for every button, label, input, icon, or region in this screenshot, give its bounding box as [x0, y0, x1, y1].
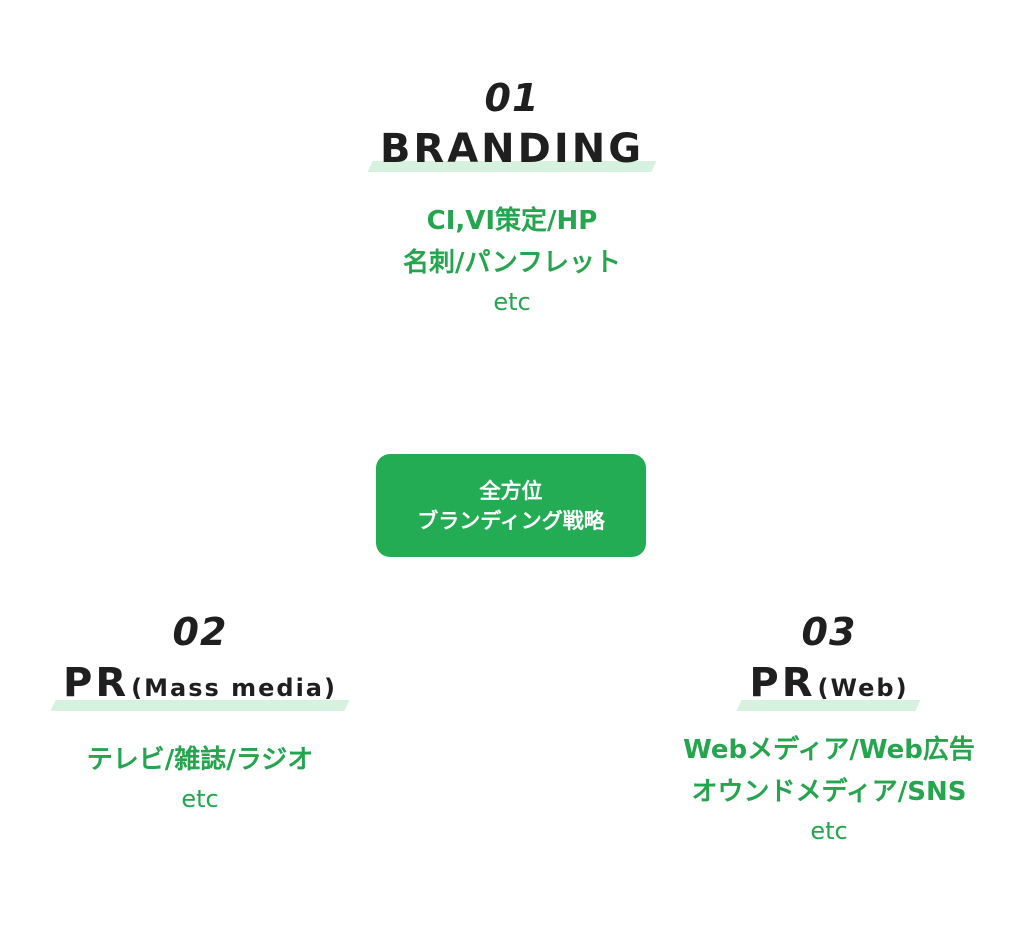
section-etc: etc [181, 785, 219, 813]
center-badge-line2: ブランディング戦略 [417, 508, 605, 533]
section-title-text: PR [63, 660, 130, 706]
section-title: BRANDING [380, 126, 644, 172]
section-pr-web: 03 PR(Web) Webメディア/Web広告 オウンドメディア/SNS et… [654, 610, 1004, 849]
section-item: Webメディア/Web広告 [683, 735, 975, 765]
section-title-wrap: PR(Mass media) [50, 660, 350, 711]
section-title-wrap: BRANDING [367, 126, 657, 172]
section-item: テレビ/雑誌/ラジオ [86, 745, 314, 775]
section-subtitle: (Web) [817, 674, 909, 702]
center-badge: 全方位 ブランディング戦略 [376, 454, 646, 557]
section-pr-mass-media: 02 PR(Mass media) テレビ/雑誌/ラジオ etc [30, 610, 370, 817]
section-number: 02 [172, 610, 228, 654]
center-badge-line1: 全方位 [479, 478, 543, 503]
section-item: CI,VI策定/HP [426, 206, 598, 236]
section-etc: etc [493, 288, 531, 316]
section-title-wrap: PR(Web) [736, 660, 922, 711]
section-items: CI,VI策定/HP 名刺/パンフレット etc [312, 200, 712, 320]
section-title: PR(Mass media) [63, 660, 337, 711]
section-title: PR(Web) [749, 660, 908, 711]
section-title-text: PR [749, 660, 816, 706]
section-subtitle: (Mass media) [131, 674, 337, 702]
section-item: 名刺/パンフレット [402, 248, 622, 278]
section-title-text: BRANDING [379, 126, 645, 172]
section-number: 01 [484, 76, 540, 120]
section-branding: 01 BRANDING CI,VI策定/HP 名刺/パンフレット etc [312, 76, 712, 320]
section-item: オウンドメディア/SNS [691, 777, 967, 807]
section-items: Webメディア/Web広告 オウンドメディア/SNS etc [654, 729, 1004, 849]
section-items: テレビ/雑誌/ラジオ etc [30, 739, 370, 817]
section-etc: etc [810, 817, 848, 845]
section-number: 03 [801, 610, 857, 654]
